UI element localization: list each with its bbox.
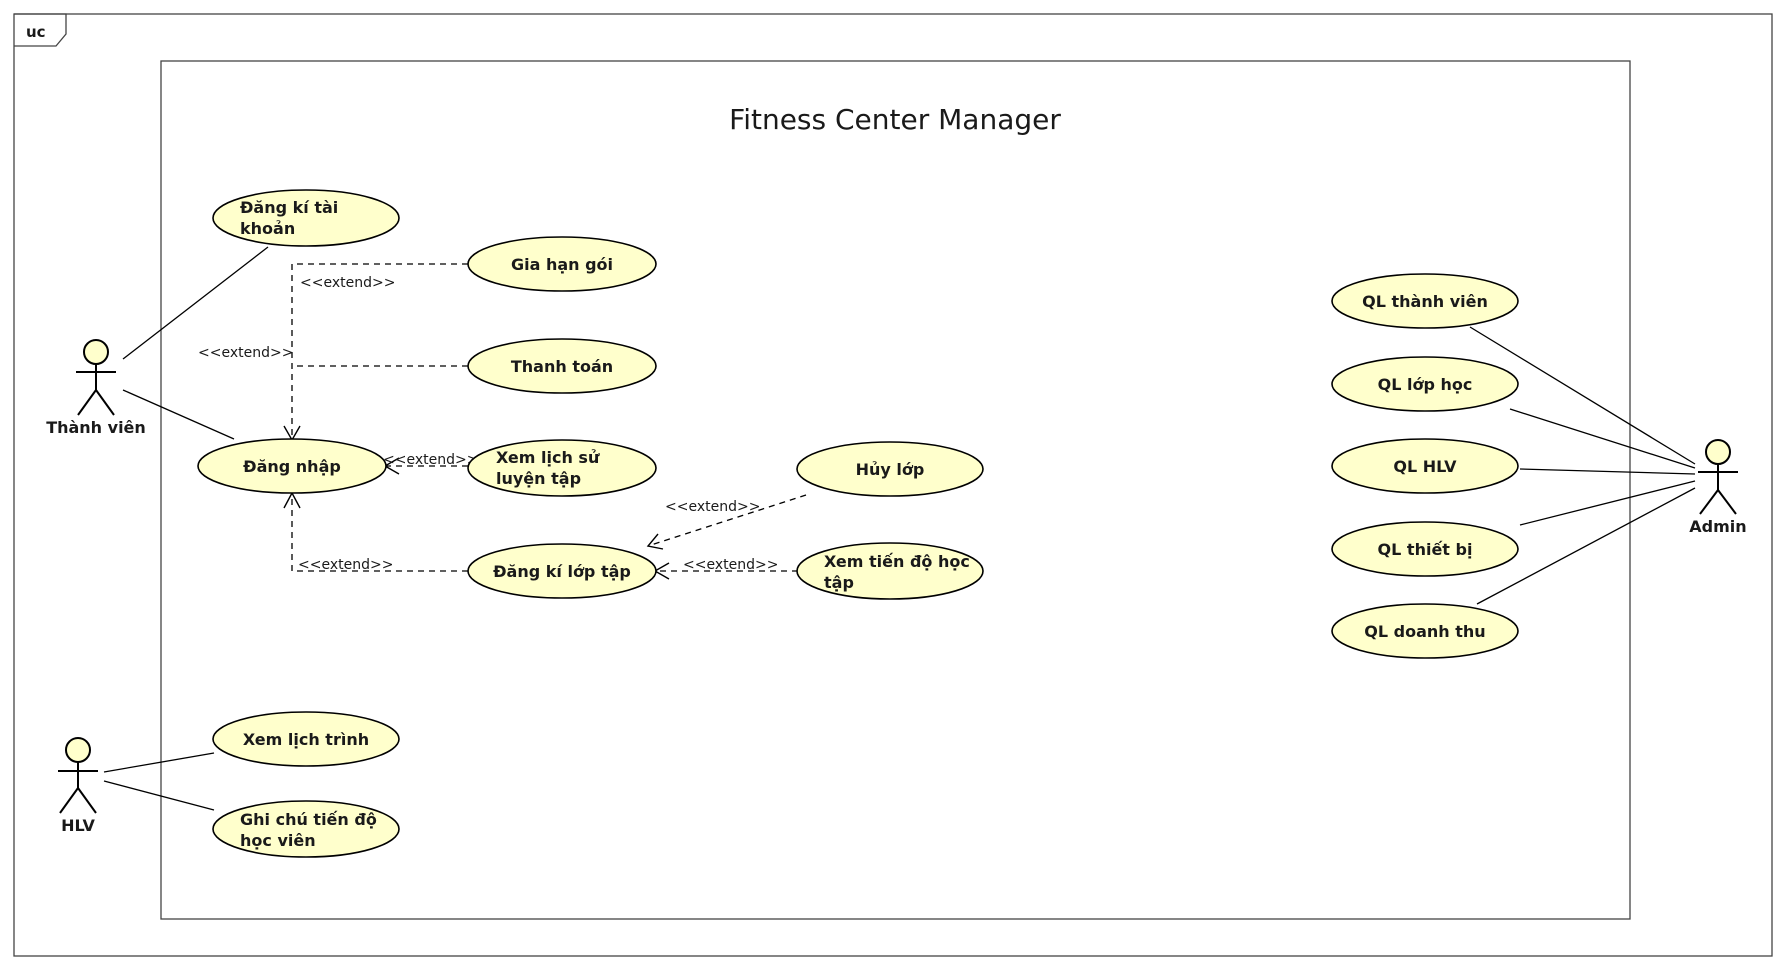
actor-head-icon <box>83 339 109 365</box>
usecase-xem-lich-su[interactable]: Xem lịch sử luyện tập <box>467 439 657 497</box>
frame-tag-box <box>14 13 67 47</box>
usecase-xem-tien-do[interactable]: Xem tiến độ học tập <box>796 542 984 600</box>
extend-label-2: <<extend>> <box>198 345 293 361</box>
usecase-label-line1: Đăng kí tài <box>240 198 338 217</box>
usecase-label: Xem lịch trình <box>243 730 369 749</box>
assoc-admin-qldoanhthu <box>1476 487 1696 605</box>
extend-label-5: <<extend>> <box>298 557 393 573</box>
usecase-ql-lop-hoc[interactable]: QL lớp học <box>1331 356 1519 412</box>
usecase-label: QL thành viên <box>1362 292 1488 311</box>
actor-thanh-vien[interactable]: Thành viên <box>46 339 146 437</box>
usecase-label: Đăng kí lớp tập <box>493 562 631 581</box>
usecase-label: QL HLV <box>1393 457 1457 476</box>
usecase-label-line2: khoản <box>240 219 295 238</box>
assoc-admin-qlthietbi <box>1519 480 1696 526</box>
actor-label: Admin <box>1689 517 1746 536</box>
usecase-xem-lich-trinh[interactable]: Xem lịch trình <box>212 711 400 767</box>
arrowhead-dangkiloptap-top <box>646 533 664 550</box>
usecase-ql-thiet-bi[interactable]: QL thiết bị <box>1331 521 1519 577</box>
usecase-ql-hlv[interactable]: QL HLV <box>1331 438 1519 494</box>
actor-head-icon <box>65 737 91 763</box>
extend-label-1: <<extend>> <box>300 275 395 291</box>
actor-label: Thành viên <box>46 418 146 437</box>
extend-label-6: <<extend>> <box>683 557 778 573</box>
usecase-label-line2: học viên <box>240 831 316 850</box>
usecase-label-line2: tập <box>824 573 854 592</box>
usecase-label-line1: Ghi chú tiến độ <box>240 810 377 829</box>
assoc-admin-qlthanhvien <box>1469 326 1696 465</box>
actor-admin[interactable]: Admin <box>1689 439 1747 536</box>
usecase-label: Thanh toán <box>511 357 613 376</box>
extend-huylop-dangkiloptap <box>647 494 807 547</box>
extend-dangkiloptap-dangnhap <box>291 494 468 572</box>
assoc-hlv-ghichu <box>103 780 215 811</box>
usecase-label-line1: Xem tiến độ học <box>824 552 970 571</box>
actor-label: HLV <box>61 816 95 835</box>
assoc-hlv-xemlichtrinh <box>103 752 215 773</box>
uml-frame <box>13 13 1773 957</box>
usecase-huy-lop[interactable]: Hủy lớp <box>796 441 984 497</box>
frame-tag: uc <box>26 23 46 41</box>
assoc-admin-qllophoc <box>1509 408 1696 469</box>
usecase-ql-thanh-vien[interactable]: QL thành viên <box>1331 273 1519 329</box>
usecase-label-line1: Xem lịch sử <box>496 448 600 467</box>
extend-label-4: <<extend>> <box>665 499 760 515</box>
usecase-ghi-chu[interactable]: Ghi chú tiến độ học viên <box>212 800 400 858</box>
usecase-gia-han-goi[interactable]: Gia hạn gói <box>467 236 657 292</box>
usecase-ql-doanh-thu[interactable]: QL doanh thu <box>1331 603 1519 659</box>
usecase-label: QL thiết bị <box>1378 540 1473 559</box>
actor-head-icon <box>1705 439 1731 465</box>
usecase-label: QL doanh thu <box>1364 622 1485 641</box>
usecase-dang-nhap[interactable]: Đăng nhập <box>197 438 387 494</box>
usecase-label: Hủy lớp <box>856 460 925 479</box>
assoc-admin-qlhlv <box>1519 468 1696 475</box>
extend-label-3: <<extend>> <box>383 452 478 468</box>
usecase-dang-ki-tai-khoan[interactable]: Đăng kí tài khoản <box>212 189 400 247</box>
assoc-thanhvien-dangnhap <box>122 389 235 440</box>
usecase-label: Đăng nhập <box>243 457 341 476</box>
usecase-label: Gia hạn gói <box>511 255 613 274</box>
assoc-thanhvien-dangkitaikhoan <box>122 246 269 360</box>
usecase-dang-ki-lop-tap[interactable]: Đăng kí lớp tập <box>467 543 657 599</box>
extend-giahangoi-dangnhap <box>291 263 468 440</box>
usecase-thanh-toan[interactable]: Thanh toán <box>467 338 657 394</box>
system-title: Fitness Center Manager <box>729 103 1061 136</box>
actor-hlv[interactable]: HLV <box>58 737 98 835</box>
usecase-label-line2: luyện tập <box>496 469 581 488</box>
usecase-label: QL lớp học <box>1378 375 1473 394</box>
